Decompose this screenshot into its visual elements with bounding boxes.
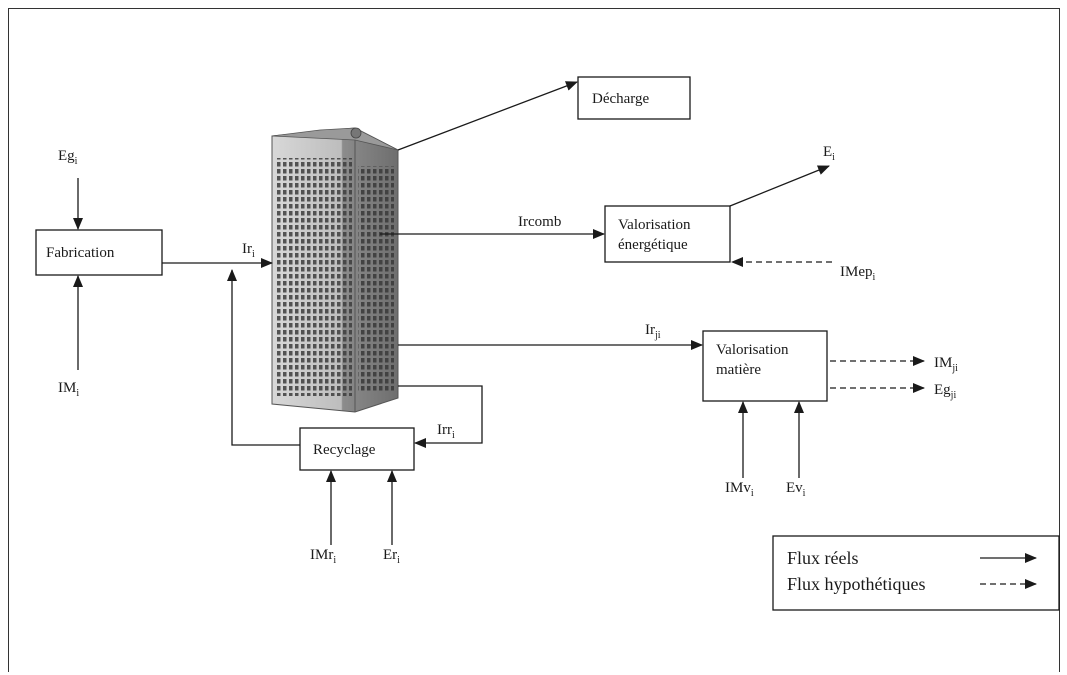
decharge-box — [577, 76, 691, 120]
recyclage-label: Recyclage — [313, 442, 376, 458]
eg-label: Egi — [58, 148, 78, 167]
valorisation-energetique-label-1: Valorisation — [618, 217, 691, 233]
decharge-label: Décharge — [592, 91, 650, 107]
valorisation-matiere-box — [702, 330, 828, 402]
legend-box — [772, 535, 1060, 611]
legend-real-label: Flux réels — [787, 548, 859, 568]
building-icon — [271, 127, 399, 413]
ev-label: Evi — [786, 480, 806, 499]
recyclage-return-arrow — [227, 269, 300, 446]
recyclage-box — [299, 427, 415, 471]
valorisation-energetique-label-2: énergétique — [618, 237, 688, 253]
fabrication-label: Fabrication — [46, 245, 115, 261]
er-label: Eri — [383, 547, 400, 566]
e-arrow — [729, 165, 830, 207]
irr-arrow — [398, 385, 483, 448]
irj-label: Irji — [645, 322, 661, 341]
ircomb-label: Ircomb — [518, 214, 561, 230]
imr-label: IMri — [310, 547, 336, 566]
legend: Flux réels Flux hypothétiques — [772, 535, 1060, 611]
im-label: IMi — [58, 380, 79, 399]
imv-label: IMvi — [725, 480, 754, 499]
e-label: Ei — [823, 144, 835, 163]
valorisation-matiere-label-2: matière — [716, 362, 761, 378]
fabrication-box — [35, 229, 163, 276]
imep-label: IMepi — [840, 264, 876, 283]
imj-label: IMji — [934, 355, 958, 374]
legend-hypothetical-label: Flux hypothétiques — [787, 574, 926, 594]
egj-label: Egji — [934, 382, 956, 401]
ir-label: Iri — [242, 241, 255, 260]
irr-label: Irri — [437, 422, 455, 441]
decharge-arrow — [397, 81, 578, 151]
valorisation-matiere-label-1: Valorisation — [716, 342, 789, 358]
valorisation-energetique-box — [604, 205, 731, 263]
diagram-frame — [8, 8, 1060, 672]
